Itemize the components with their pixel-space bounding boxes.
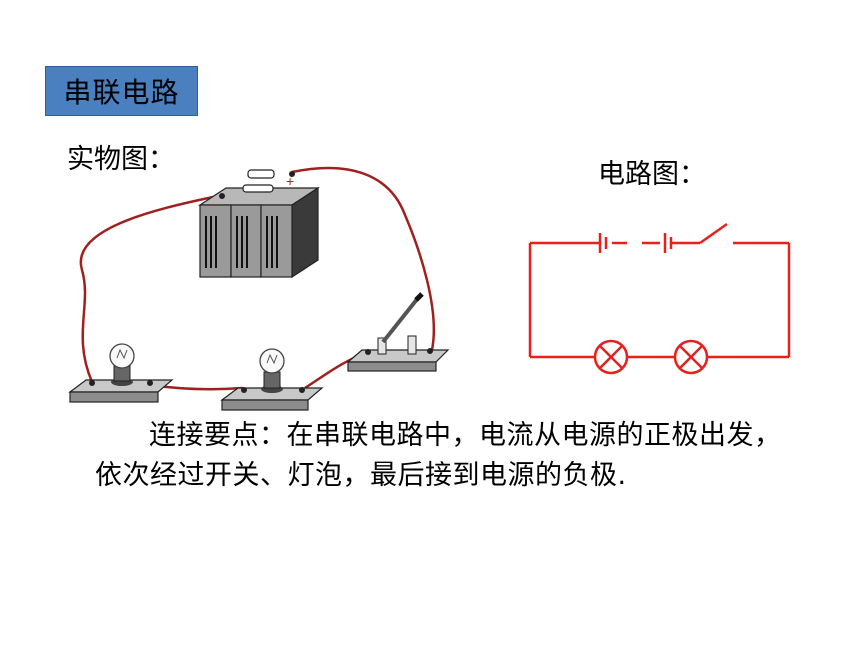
knife-switch xyxy=(346,292,450,372)
circuit-diagram-label: 电路图： xyxy=(598,159,706,190)
switch-blade xyxy=(699,222,728,245)
lamp-2 xyxy=(220,348,324,411)
circuit-wires xyxy=(528,222,791,359)
circuit-diagram xyxy=(528,222,791,375)
wire-switch-to-battery xyxy=(291,166,436,351)
battery-positive-sign: + xyxy=(286,173,294,189)
battery-symbols xyxy=(598,233,673,253)
section-title-box: 串联电路 xyxy=(45,66,198,116)
connection-note: 连接要点：在串联电路中，电流从电源的正极出发，依次经过开关、灯泡，最后接到电源的… xyxy=(95,420,782,491)
lamp-symbol-1 xyxy=(593,339,629,375)
wire-battery-to-lamp1 xyxy=(79,194,219,383)
section-title: 串联电路 xyxy=(63,76,180,109)
lamp-1 xyxy=(68,343,174,403)
physical-diagram-label: 实物图： xyxy=(67,144,175,175)
battery-pack: + − xyxy=(197,169,321,279)
lamp-symbol-2 xyxy=(673,339,709,375)
battery-negative-sign: − xyxy=(214,197,222,213)
